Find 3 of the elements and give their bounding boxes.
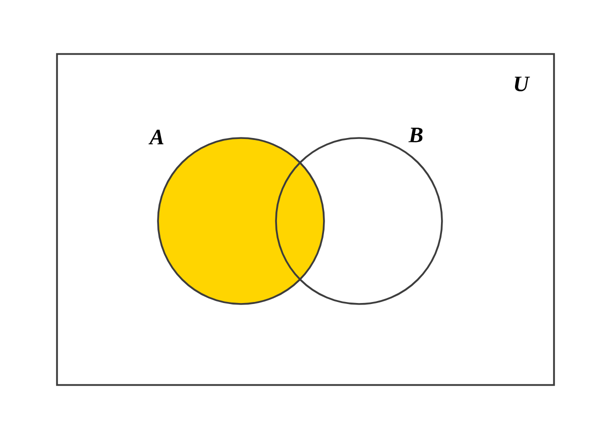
set-label: B: [408, 128, 423, 142]
set-label: U: [514, 76, 530, 92]
set-label: A: [148, 130, 164, 144]
